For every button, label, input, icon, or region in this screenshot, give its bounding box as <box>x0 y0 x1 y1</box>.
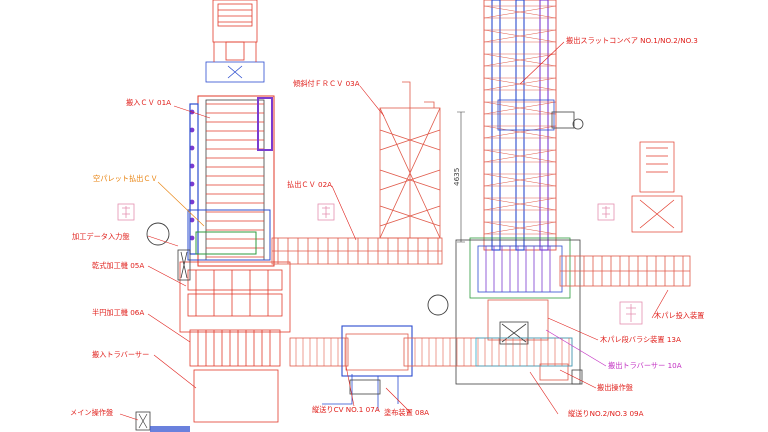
label-main-panel: メイン操作盤 <box>70 408 113 417</box>
label-longitudinal-no23: 縦送りNO.2/NO.3 09A <box>568 409 644 418</box>
dimension-line <box>457 111 465 243</box>
pink-markers <box>117 203 615 221</box>
round-fixture-left <box>146 222 170 246</box>
bottom-conveyor <box>289 325 573 410</box>
carry-in-column <box>187 95 275 267</box>
slat-conveyor-tower <box>483 0 584 251</box>
frcv-column <box>379 81 441 239</box>
horizontal-conveyor <box>271 237 443 265</box>
label-coating-device: 塗布装置 08A <box>384 408 429 417</box>
label-carry-in-cv: 搬入ＣＶ 01A <box>126 98 171 107</box>
top-hoist-right <box>631 141 683 233</box>
label-dry-processor: 乾式加工機 05A <box>92 261 144 270</box>
label-dimension: 4635 <box>452 168 461 186</box>
discharge-machinery <box>455 237 581 385</box>
label-longitudinal-cv: 縦送りCV NO.1 07A <box>312 405 380 414</box>
label-slat-conveyor: 搬出スラットコンベア NO.1/NO.2/NO.3 <box>566 36 698 45</box>
top-hoist-left <box>205 0 265 83</box>
label-carry-in-traverser: 搬入トラバーサー <box>92 350 149 359</box>
label-wood-pallet-scatter: 木パレ段バラシ装置 13A <box>600 335 681 344</box>
leader-lines <box>119 41 669 421</box>
round-fixture-right <box>427 294 449 316</box>
label-wood-pallet-input: 木パレ投入装置 <box>654 311 704 320</box>
label-semi-circle-processor: 半円加工機 06A <box>92 308 144 317</box>
label-discharge-cv: 払出ＣＶ 02A <box>287 180 332 189</box>
label-discharge-traverser: 搬出トラバーサー 10A <box>608 361 682 370</box>
wood-pallet-conveyor <box>559 255 691 385</box>
label-process-data-panel: 加工データ入力盤 <box>72 232 130 241</box>
label-tilt-frcv: 傾斜付ＦＲＣＶ 03A <box>293 79 360 88</box>
label-empty-pallet-cv: 空パレット払出ＣＶ <box>93 174 158 183</box>
label-discharge-panel: 搬出操作盤 <box>597 383 633 392</box>
processing-block <box>177 249 291 423</box>
main-panel-marker <box>135 411 190 432</box>
